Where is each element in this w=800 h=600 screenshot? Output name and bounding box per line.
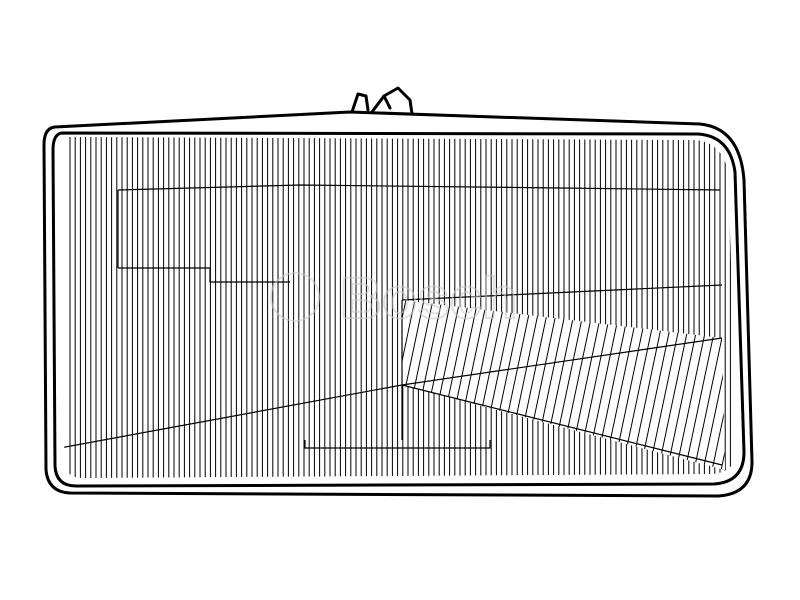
- housing-outer-frame: [42, 110, 754, 498]
- copyright-watermark: © Bosch: [270, 265, 518, 332]
- mounting-clip: [350, 86, 414, 116]
- watermark-text: Bosch: [340, 266, 517, 331]
- angled-rib-line: [709, 300, 725, 470]
- lens-rim: [51, 131, 746, 488]
- copyright-symbol-icon: [270, 272, 320, 322]
- angled-rib-line: [700, 300, 725, 470]
- angled-rib-line: [402, 300, 436, 470]
- angled-rib-line: [691, 300, 725, 470]
- lens-pattern-lines: [64, 184, 723, 466]
- angled-rib-line: [402, 300, 418, 470]
